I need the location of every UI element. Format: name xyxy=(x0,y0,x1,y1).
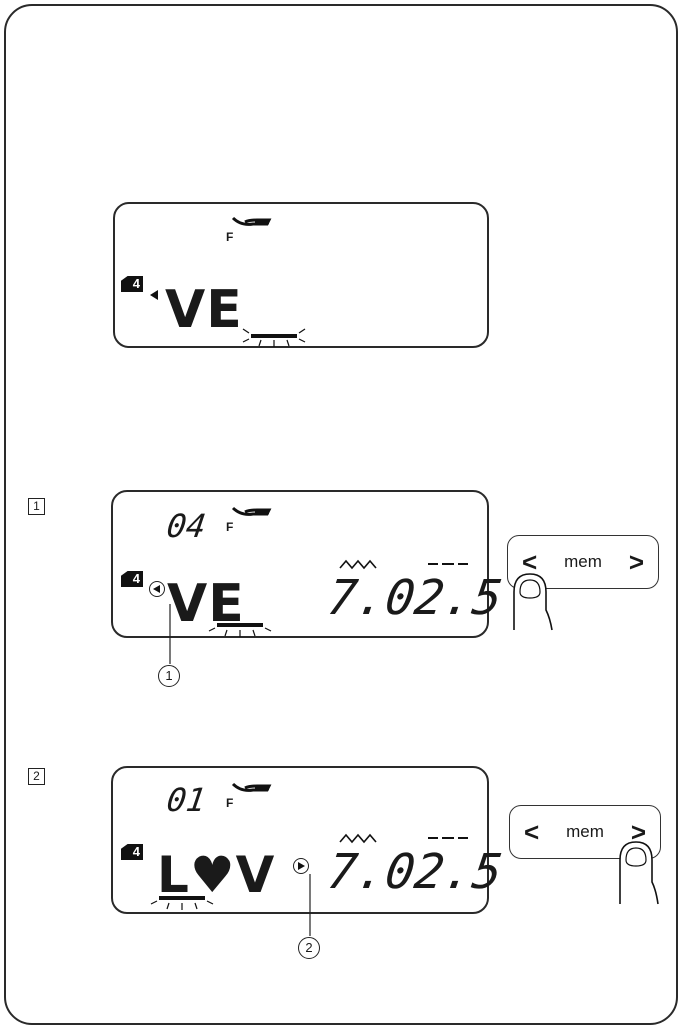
mem-label: mem xyxy=(564,552,602,572)
blinking-cursor-icon xyxy=(147,890,217,912)
pattern-number: 01 xyxy=(165,784,208,816)
mode-4-icon: 4 xyxy=(121,276,143,292)
lcd-display-step2: 01 F 4 L♥V 7.0 2.5 xyxy=(111,766,489,914)
right-arrow-indicator-icon xyxy=(293,858,309,874)
presser-foot-icon xyxy=(231,214,271,234)
pattern-text: VE xyxy=(165,284,243,336)
callout-leader-line xyxy=(168,604,172,664)
stitch-width-icon xyxy=(340,558,376,570)
left-triangle-icon xyxy=(150,290,158,300)
foot-label: F xyxy=(226,796,233,810)
pattern-number: 04 xyxy=(165,510,208,542)
presser-foot-icon xyxy=(231,780,271,800)
stitch-length-value: 2.5 xyxy=(412,574,505,622)
callout-leader-line xyxy=(308,874,312,936)
mem-label: mem xyxy=(566,822,604,842)
stitch-length-icon xyxy=(428,562,468,566)
callout-2: 2 xyxy=(298,937,320,959)
mode-4-icon: 4 xyxy=(121,571,143,587)
presser-foot-icon xyxy=(231,504,271,524)
mem-left-arrow[interactable]: < xyxy=(524,819,539,845)
finger-pressing-left-icon xyxy=(506,570,556,630)
step-number-1: 1 xyxy=(28,498,45,515)
blinking-cursor-icon xyxy=(205,617,275,639)
blinking-cursor-icon xyxy=(239,326,309,348)
foot-label: F xyxy=(226,520,233,534)
foot-label: F xyxy=(226,230,233,244)
left-arrow-indicator-icon xyxy=(149,581,165,597)
step-number-2: 2 xyxy=(28,768,45,785)
stitch-length-value: 2.5 xyxy=(412,848,505,896)
stitch-width-value: 7.0 xyxy=(325,574,418,622)
finger-pressing-right-icon xyxy=(612,838,662,904)
mode-4-icon: 4 xyxy=(121,844,143,860)
lcd-display-top: F 4 VE xyxy=(113,202,489,348)
stitch-length-icon xyxy=(428,836,468,840)
callout-1: 1 xyxy=(158,665,180,687)
mem-right-arrow[interactable]: > xyxy=(629,549,644,575)
stitch-width-icon xyxy=(340,832,376,844)
stitch-width-value: 7.0 xyxy=(325,848,418,896)
